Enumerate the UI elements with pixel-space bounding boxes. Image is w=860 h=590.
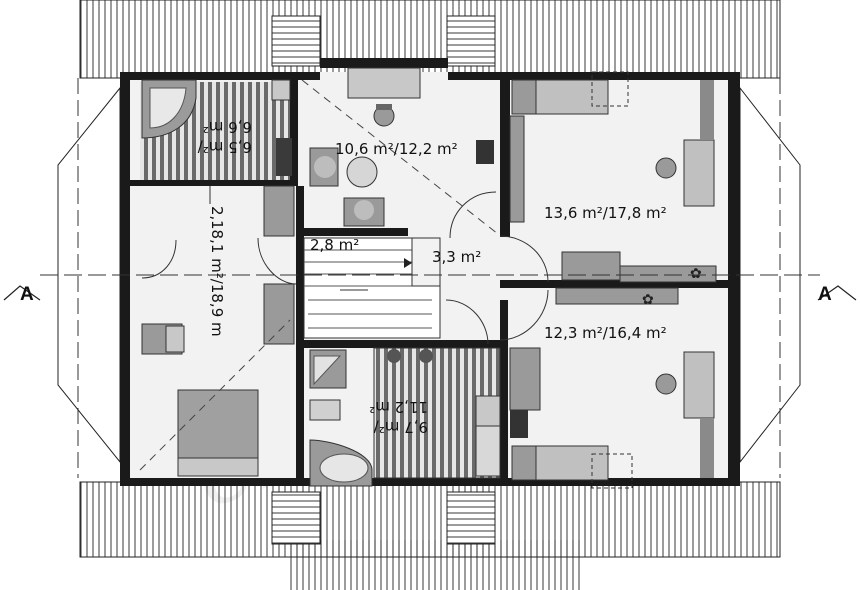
bath-center bbox=[309, 347, 501, 487]
section-marker-left: A bbox=[3, 284, 41, 305]
room-label-bath-center-2: 11,2 m² bbox=[369, 398, 428, 416]
office-wall-right bbox=[500, 72, 510, 237]
room-label-bath-top-left-2: 6,6 m² bbox=[203, 118, 252, 136]
section-label-right: A bbox=[818, 284, 832, 305]
room-label-bedroom-top-right: 13,6 m²/17,8 m² bbox=[544, 204, 667, 222]
outer-walls bbox=[120, 58, 740, 486]
door-arcs bbox=[257, 191, 549, 345]
room-label-bath-top-left: 6,5 m²/ bbox=[197, 138, 252, 156]
room-label-bedroom-bottom-right: 12,3 m²/16,4 m² bbox=[544, 324, 667, 342]
wall-mid-right bbox=[500, 280, 730, 288]
section-label-left: A bbox=[20, 284, 34, 305]
wall-bath-right bbox=[500, 300, 508, 486]
master-bedroom bbox=[139, 185, 295, 477]
dormer-bottom-right bbox=[446, 491, 496, 545]
room-label-stair: 2,8 m² bbox=[310, 236, 359, 254]
office-wall-bottom bbox=[300, 228, 408, 236]
bath-top-left bbox=[130, 79, 298, 186]
room-label-master-2: 18,1 m²/18,9 m bbox=[208, 220, 226, 337]
dormer-bottom-left bbox=[271, 491, 321, 545]
office-desk bbox=[347, 67, 421, 127]
svg-text:✿: ✿ bbox=[642, 291, 654, 307]
room-label-master-1: 2, bbox=[208, 206, 226, 220]
wall-center-vertical bbox=[296, 186, 304, 486]
office-armchairs bbox=[309, 140, 494, 227]
bedroom-top-right bbox=[509, 71, 715, 223]
room-label-office: 10,6 m²/12,2 m² bbox=[335, 140, 458, 158]
dormer-top-left bbox=[271, 15, 321, 67]
room-label-hall: 3,3 m² bbox=[432, 248, 481, 266]
roof-bottom bbox=[79, 481, 781, 590]
dormer-top-right bbox=[446, 15, 496, 67]
room-label-bath-center: 9,7 m²/ bbox=[373, 418, 428, 436]
wall-bath-top bbox=[304, 340, 506, 348]
staircase bbox=[303, 237, 441, 339]
svg-text:✿: ✿ bbox=[690, 265, 702, 281]
bedroom-bottom-right bbox=[509, 347, 715, 489]
section-marker-right: A bbox=[817, 284, 857, 305]
